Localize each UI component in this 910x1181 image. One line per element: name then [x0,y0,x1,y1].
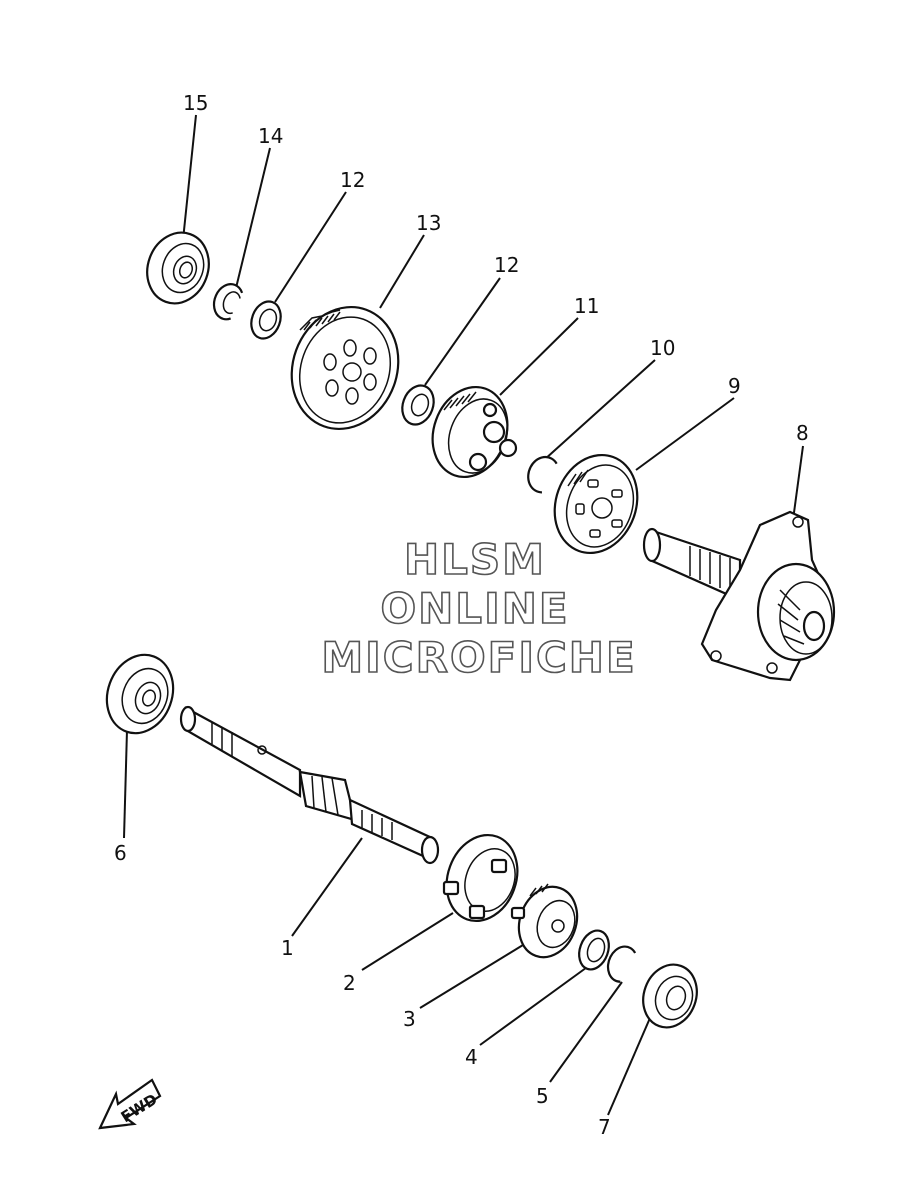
callout-4: 4 [465,1045,478,1069]
watermark-line-2: ONLINE [380,584,569,633]
watermark: HLSM ONLINE MICROFICHE [321,534,636,683]
watermark-line-1: HLSM [404,535,546,584]
part-13-gear [290,305,400,431]
callout-6: 6 [114,841,127,865]
leader-lines [123,114,804,1116]
callout-5: 5 [536,1084,549,1108]
part-3-gear [510,883,579,959]
callout-8: 8 [796,421,809,445]
callout-labels: 15 14 12 13 12 11 10 9 8 6 1 2 3 4 5 7 [114,91,809,1139]
callout-9: 9 [728,374,741,398]
part-6-bearing [105,653,175,735]
part-8-bevel-shaft [642,510,836,682]
part-2-dog-clutch [442,833,519,923]
callout-3: 3 [403,1007,416,1031]
part-7-bearing [642,963,698,1029]
part-12-washer-lower [401,384,435,426]
callout-12-lower: 12 [494,253,519,277]
callout-12-upper: 12 [340,168,365,192]
part-10-circlip [527,455,558,494]
part-9-plate [553,453,639,555]
callout-1: 1 [281,936,294,960]
callout-10: 10 [650,336,675,360]
part-11-gear-hub [431,385,518,479]
callout-14: 14 [258,124,283,148]
callout-7: 7 [598,1115,611,1139]
callout-11: 11 [574,294,599,318]
part-4-washer [578,929,610,971]
part-12-washer-upper [250,300,282,340]
callout-13: 13 [416,211,441,235]
part-15-bearing [146,231,210,305]
callout-2: 2 [343,971,356,995]
part-14-circlip [212,283,244,321]
watermark-line-3: MICROFICHE [321,633,636,682]
fwd-arrow-icon: FWD [98,1078,162,1130]
callout-15: 15 [183,91,208,115]
part-1-main-shaft [179,705,440,865]
part-5-circlip [606,945,637,983]
